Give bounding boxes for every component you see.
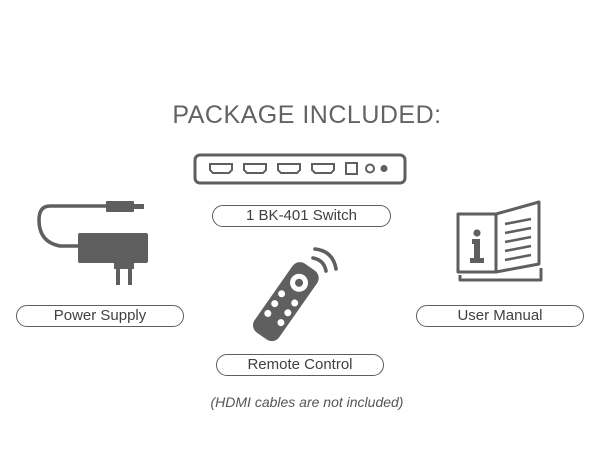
power-adapter-icon bbox=[37, 201, 148, 285]
manual-book-icon bbox=[456, 200, 543, 282]
hdmi-switch-icon bbox=[193, 153, 407, 185]
power-supply-label: Power Supply bbox=[16, 305, 184, 327]
switch-label: 1 BK-401 Switch bbox=[212, 205, 391, 227]
page-title: PACKAGE INCLUDED: bbox=[172, 101, 442, 129]
cables-note: (HDMI cables are not included) bbox=[210, 394, 404, 410]
remote-control-label: Remote Control bbox=[216, 354, 384, 376]
user-manual-label: User Manual bbox=[416, 305, 584, 327]
remote-control-icon bbox=[253, 247, 338, 342]
